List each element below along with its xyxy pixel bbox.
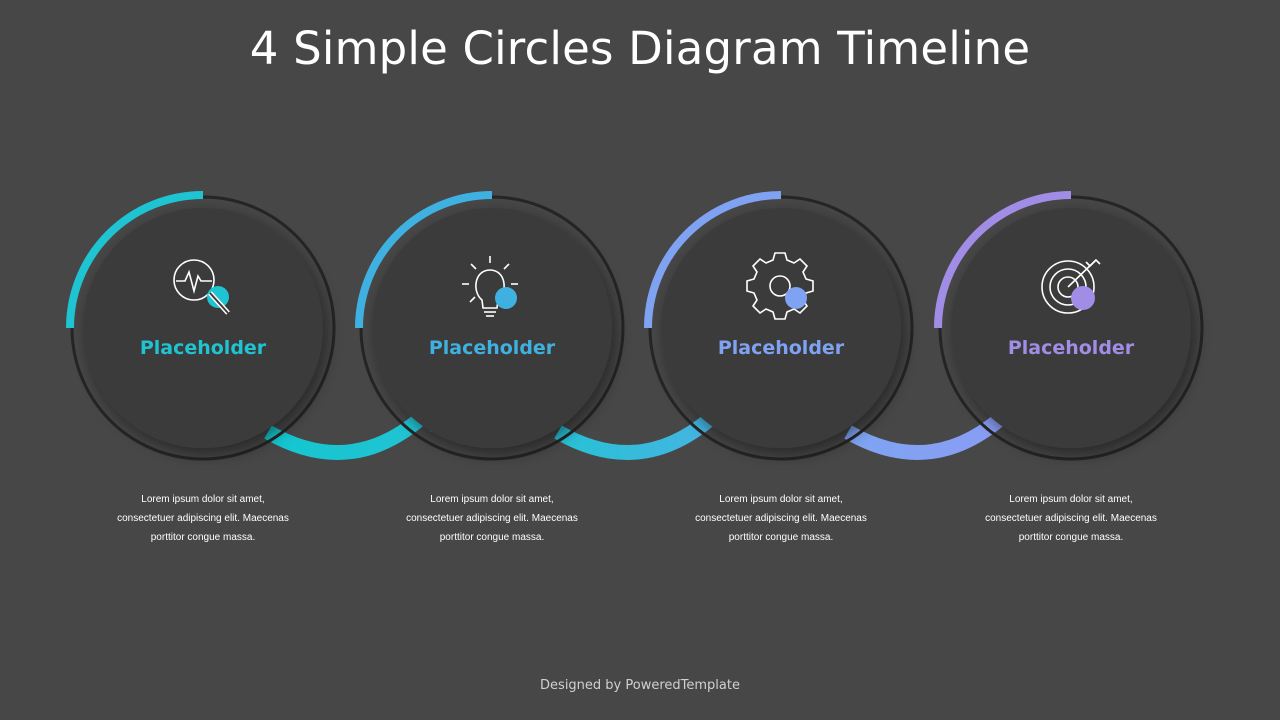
- step-2-description: Lorem ipsum dolor sit amet, consectetuer…: [406, 494, 578, 543]
- step-1-label: Placeholder: [139, 337, 267, 359]
- footer-credit: Designed by PoweredTemplate: [540, 678, 740, 693]
- step-2-label: Placeholder: [428, 337, 556, 359]
- step-3-description: Lorem ipsum dolor sit amet, consectetuer…: [695, 494, 867, 543]
- step-4-label: Placeholder: [1007, 337, 1135, 359]
- step-circle-2: [355, 191, 625, 461]
- heartbeat-magnifier-icon: [173, 259, 230, 315]
- step-4-description: Lorem ipsum dolor sit amet, consectetuer…: [985, 494, 1157, 543]
- step-circle-1: [66, 191, 336, 461]
- target-icon: [1041, 258, 1101, 314]
- step-circle-3: [644, 191, 914, 461]
- gear-icon: [746, 252, 814, 320]
- slide-title: 4 Simple Circles Diagram Timeline: [249, 22, 1031, 75]
- lightbulb-icon: [462, 256, 518, 317]
- step-1-description: Lorem ipsum dolor sit amet, consectetuer…: [117, 494, 289, 543]
- step-circle-4: [934, 191, 1204, 461]
- step-3-label: Placeholder: [717, 337, 845, 359]
